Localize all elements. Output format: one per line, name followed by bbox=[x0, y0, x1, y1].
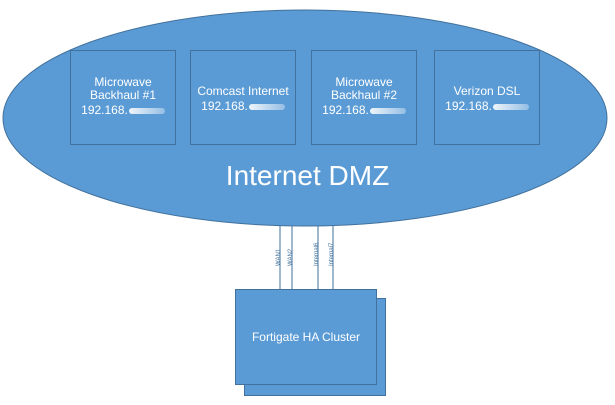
node-ip: 192.168. bbox=[71, 104, 175, 117]
node-label-line1: Comcast Internet bbox=[197, 84, 289, 98]
link-label-wan1: WAN1 bbox=[276, 248, 282, 266]
node-ip: 192.168. bbox=[191, 100, 295, 113]
zone-title: Internet DMZ bbox=[225, 160, 390, 191]
link-label-internal6: Internal6 bbox=[314, 242, 320, 266]
redacted-ip-mark bbox=[369, 107, 406, 114]
node-comcast-internet: Comcast Internet 192.168. bbox=[190, 50, 296, 145]
node-label-line1: Verizon DSL bbox=[453, 84, 521, 98]
node-label-line1: Microwave bbox=[94, 75, 152, 89]
node-ip: 192.168. bbox=[435, 100, 539, 113]
node-microwave-backhaul-1: Microwave Backhaul #1 192.168. bbox=[70, 50, 176, 145]
node-verizon-dsl: Verizon DSL 192.168. bbox=[434, 50, 540, 145]
node-microwave-backhaul-2: Microwave Backhaul #2 192.168. bbox=[311, 50, 417, 145]
node-label-line1: Microwave bbox=[335, 75, 393, 89]
link-label-internal7: Internal7 bbox=[329, 242, 335, 266]
link-label-wan2: WAN2 bbox=[288, 248, 294, 266]
cluster-box: Fortigate HA Cluster bbox=[235, 289, 377, 385]
node-ip: 192.168. bbox=[312, 104, 416, 117]
redacted-ip-mark bbox=[248, 103, 285, 110]
redacted-ip-mark bbox=[128, 107, 165, 114]
node-label-line2: Backhaul #2 bbox=[330, 88, 398, 102]
cluster-label: Fortigate HA Cluster bbox=[251, 330, 361, 344]
redacted-ip-mark bbox=[492, 103, 529, 110]
node-label-line2: Backhaul #1 bbox=[89, 88, 157, 102]
